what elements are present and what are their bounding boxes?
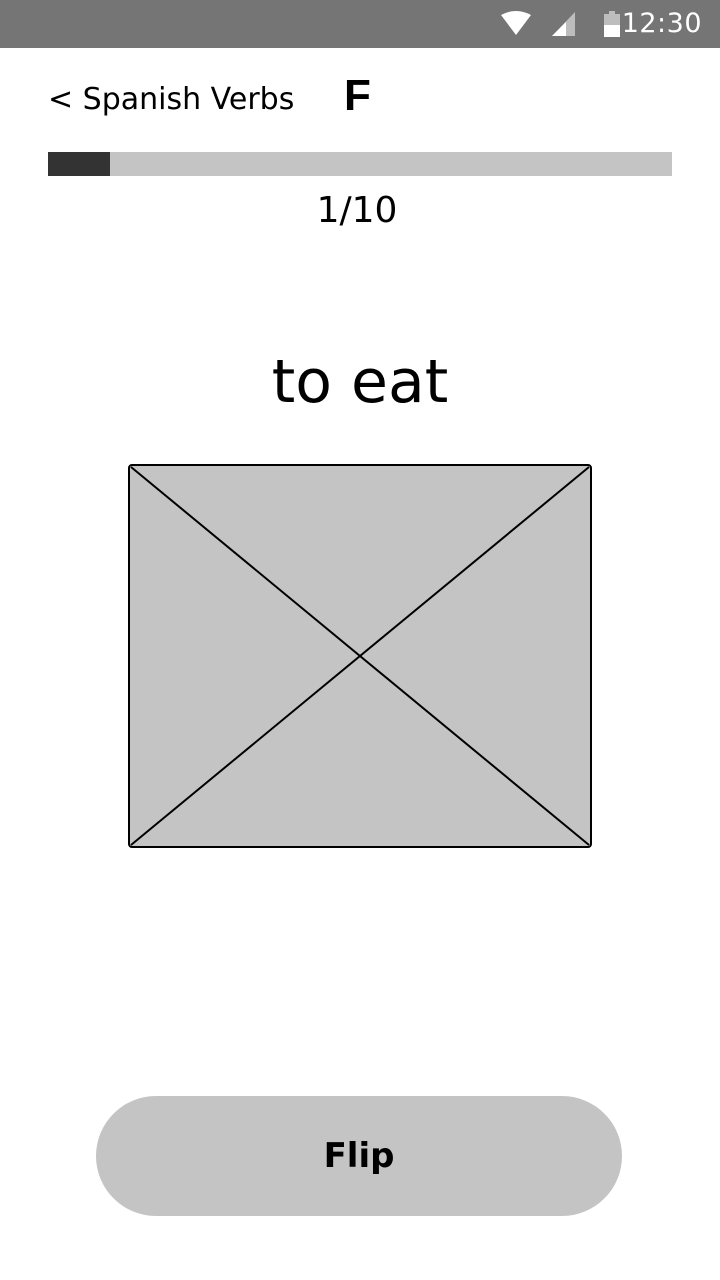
status-bar: 12:30: [0, 0, 720, 48]
deck-letter: F: [344, 71, 371, 120]
card-image: [128, 464, 592, 848]
flip-button[interactable]: Flip: [96, 1096, 622, 1216]
progress-bar: [48, 152, 672, 176]
wifi-icon: [496, 0, 536, 48]
cellular-signal-icon: [548, 0, 580, 48]
card-word: to eat: [271, 347, 449, 417]
progress-bar-fill: [48, 152, 111, 176]
back-to-deck-link[interactable]: < Spanish Verbs: [48, 82, 295, 117]
image-placeholder-icon: [128, 464, 592, 848]
battery-icon: [598, 0, 626, 48]
status-clock: 12:30: [621, 8, 702, 39]
progress-counter: 1/10: [316, 190, 398, 231]
